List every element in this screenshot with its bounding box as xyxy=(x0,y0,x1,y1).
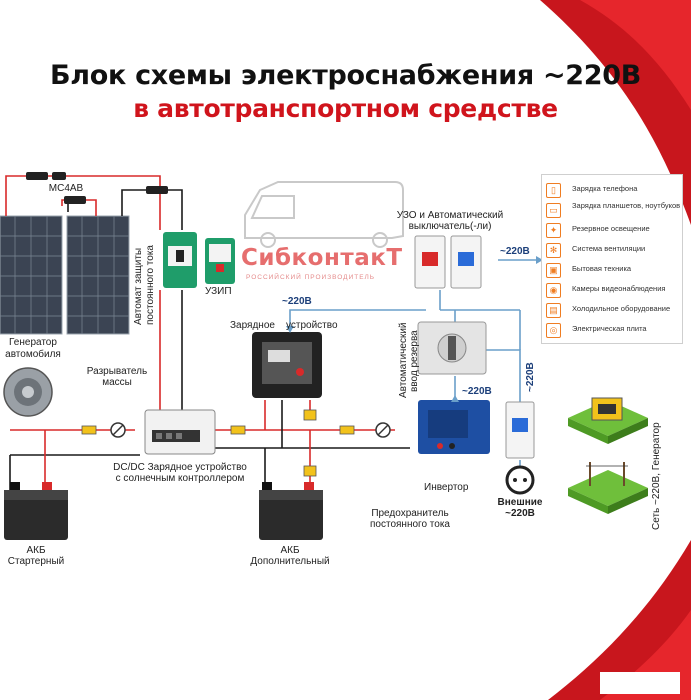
alternator xyxy=(3,367,53,417)
starter-battery xyxy=(4,482,68,540)
legend-item: ▣ Бытовая техника xyxy=(546,262,680,278)
dc-fuses xyxy=(230,409,391,477)
label-akb-aux-1: АКБ xyxy=(280,545,300,556)
label-external-2: ~220В xyxy=(505,508,535,519)
label-220-input: ~220В xyxy=(525,362,536,392)
consumer-legend: ▯ Зарядка телефона ▭ Зарядка планшетов, … xyxy=(541,174,683,344)
phone-icon: ▯ xyxy=(546,183,561,198)
legend-item: ▯ Зарядка телефона xyxy=(546,182,680,198)
label-fuse-2: постоянного тока xyxy=(370,519,450,530)
mc4-connectors xyxy=(26,172,168,204)
label-220-charger: ~220В xyxy=(282,296,312,307)
label-charger-2: устройство xyxy=(286,320,338,331)
legend-item: ◉ Камеры видеонаблюдения xyxy=(546,282,680,298)
fan-icon: ✻ xyxy=(546,243,561,258)
label-rcd-1: УЗО и Автоматический xyxy=(396,210,504,221)
surge-protector xyxy=(205,238,235,284)
label-dcdc-1: DC/DC Зарядное устройство xyxy=(113,462,247,473)
brand-subtitle: РОССИЙСКИЙ ПРОИЗВОДИТЕЛЬ xyxy=(246,274,376,281)
label-disconnect-2: массы xyxy=(102,377,132,388)
label-dc-protect-1: Автомат защиты xyxy=(133,247,144,325)
rcd-breaker xyxy=(414,235,482,289)
battery-charger xyxy=(252,332,322,398)
legend-item: ✦ Резервное освещение xyxy=(546,222,680,238)
label-akb-aux-2: Дополнительный xyxy=(250,556,330,567)
generator-tile xyxy=(568,397,648,444)
van-illustration xyxy=(244,181,404,248)
label-inverter: Инвертор xyxy=(424,482,469,493)
label-dcdc-2: с солнечным контроллером xyxy=(115,473,245,484)
grid-tile xyxy=(568,462,648,514)
stove-icon: ◎ xyxy=(546,323,561,338)
label-alternator-2: автомобиля xyxy=(5,349,61,360)
label-charger-1: Зарядное xyxy=(230,320,275,331)
label-fuse-1: Предохранитель xyxy=(371,508,449,519)
label-220-inverter: ~220В xyxy=(462,386,492,397)
title-line-1: Блок схемы электроснабжения ~220В xyxy=(49,60,642,91)
title-line-2: в автотранспортном средстве xyxy=(133,94,558,123)
appliance-icon: ▣ xyxy=(546,263,561,278)
label-rcd-2: выключатель(-ли) xyxy=(408,221,492,232)
dcdc-charger xyxy=(144,409,216,455)
label-akb-starter-1: АКБ xyxy=(26,545,46,556)
inverter xyxy=(418,400,490,454)
input-breaker xyxy=(505,401,535,459)
label-dc-protect-2: постоянного тока xyxy=(145,245,156,325)
label-ats-2: ввод резерва xyxy=(409,330,420,392)
camera-icon: ◉ xyxy=(546,283,561,298)
fridge-icon: ▤ xyxy=(546,303,561,318)
legend-item: ▭ Зарядка планшетов, ноутбуков xyxy=(546,202,680,218)
aux-battery xyxy=(259,482,323,540)
legend-item: ◎ Электрическая плита xyxy=(546,322,680,338)
label-disconnect-1: Разрыватель xyxy=(86,366,148,377)
brand-logo: СибконтакТ xyxy=(241,245,403,271)
label-external-1: Внешние xyxy=(497,497,543,508)
tablet-icon: ▭ xyxy=(546,203,561,218)
label-ats-1: Автоматический xyxy=(398,322,409,399)
legend-item: ✻ Система вентиляции xyxy=(546,242,680,258)
label-mc4: МС4АВ xyxy=(48,183,84,194)
legend-item: ▤ Холодильное оборудование xyxy=(546,302,680,318)
bulb-icon: ✦ xyxy=(546,223,561,238)
label-akb-starter-2: Стартерный xyxy=(7,556,65,567)
transfer-switch xyxy=(417,321,487,375)
label-220-loads: ~220В xyxy=(500,246,530,257)
label-uzip: УЗИП xyxy=(205,286,232,297)
solar-panels xyxy=(0,215,130,335)
label-alternator-1: Генератор xyxy=(9,337,57,348)
external-socket xyxy=(505,465,535,495)
dc-breaker xyxy=(163,232,197,288)
label-grid: Сеть ~220В, Генератор xyxy=(651,422,662,530)
battery-disconnect xyxy=(81,422,126,438)
